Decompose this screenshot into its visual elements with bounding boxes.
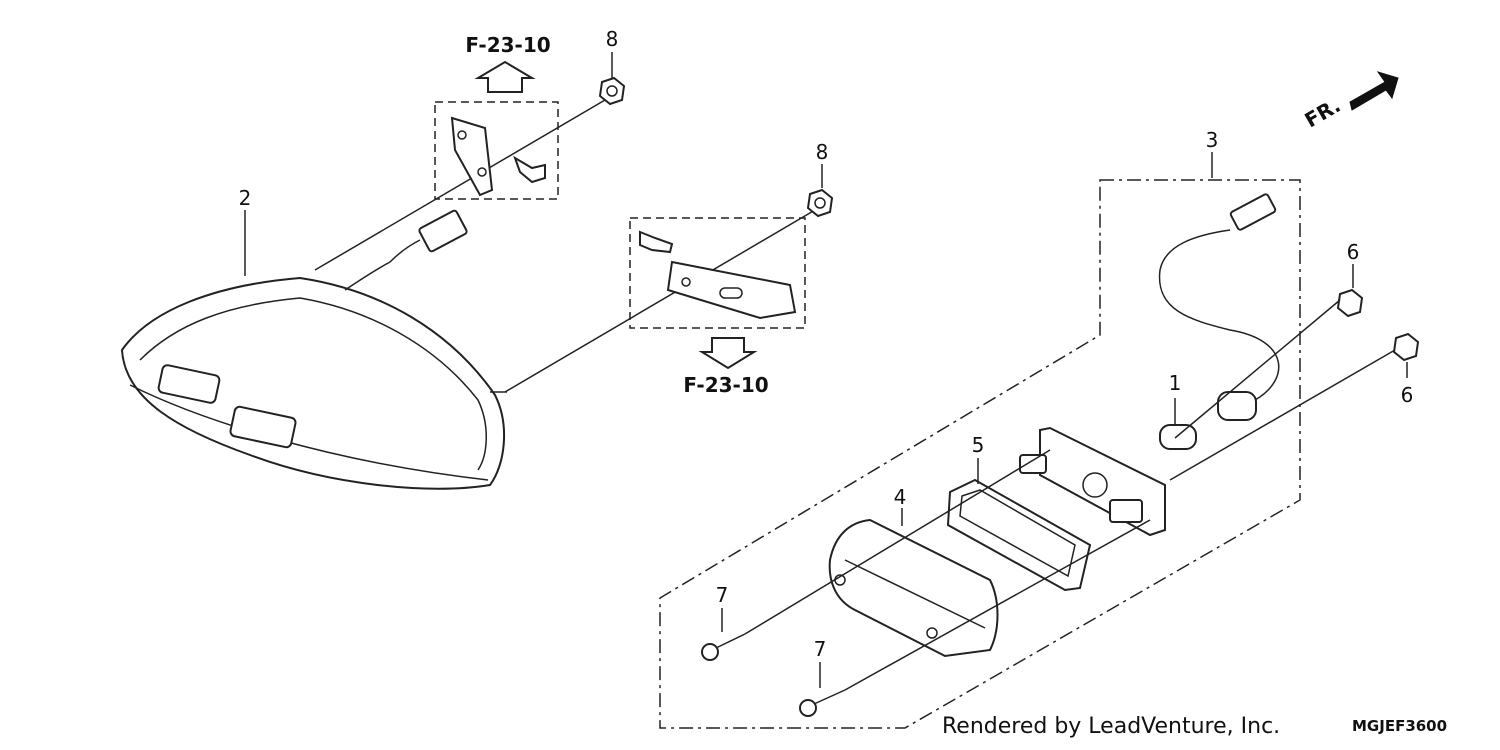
callout-4: 4 [894, 485, 907, 509]
leader-lines-left [244, 52, 823, 393]
flange-nut-lower[interactable] [806, 188, 834, 218]
callout-8-upper: 8 [606, 27, 619, 51]
socket-wire-harness[interactable] [1158, 193, 1280, 421]
callout-1: 1 [1169, 371, 1182, 395]
down-arrow-icon [698, 337, 758, 370]
bulb[interactable] [1159, 424, 1197, 450]
callout-2: 2 [239, 186, 252, 210]
callout-3: 3 [1206, 128, 1219, 152]
up-arrow-icon [474, 60, 536, 93]
license-light-assembly-outline [659, 179, 1301, 729]
screw-7-upper[interactable] [701, 633, 746, 661]
light-base[interactable] [1019, 426, 1166, 537]
callout-5: 5 [972, 433, 985, 457]
screw-7-lower[interactable] [799, 689, 846, 717]
taillight-housing[interactable] [120, 209, 507, 490]
nut-6-lower[interactable] [1392, 332, 1420, 362]
lens-cover[interactable] [828, 518, 999, 658]
leader-lines-right [721, 264, 1408, 691]
nut-6-upper[interactable] [1336, 288, 1364, 318]
callout-8-lower: 8 [816, 140, 829, 164]
reference-bottom[interactable]: F-23-10 [683, 373, 768, 397]
callout-7-upper: 7 [716, 583, 729, 607]
reference-top[interactable]: F-23-10 [465, 33, 550, 57]
callout-6-upper: 6 [1347, 240, 1360, 264]
upper-bracket-group[interactable] [434, 101, 559, 200]
gasket[interactable] [946, 478, 1092, 592]
direction-label: FR. [1301, 93, 1345, 132]
credit-text: Rendered by LeadVenture, Inc. [942, 714, 1280, 739]
flange-nut-upper[interactable] [598, 76, 626, 106]
callout-6-lower: 6 [1401, 383, 1414, 407]
diagram-code: MGJEF3600 [1352, 717, 1447, 735]
callout-7-lower: 7 [814, 637, 827, 661]
front-direction-arrow-icon: FR. [1301, 71, 1399, 132]
lower-bracket-group[interactable] [629, 217, 806, 329]
